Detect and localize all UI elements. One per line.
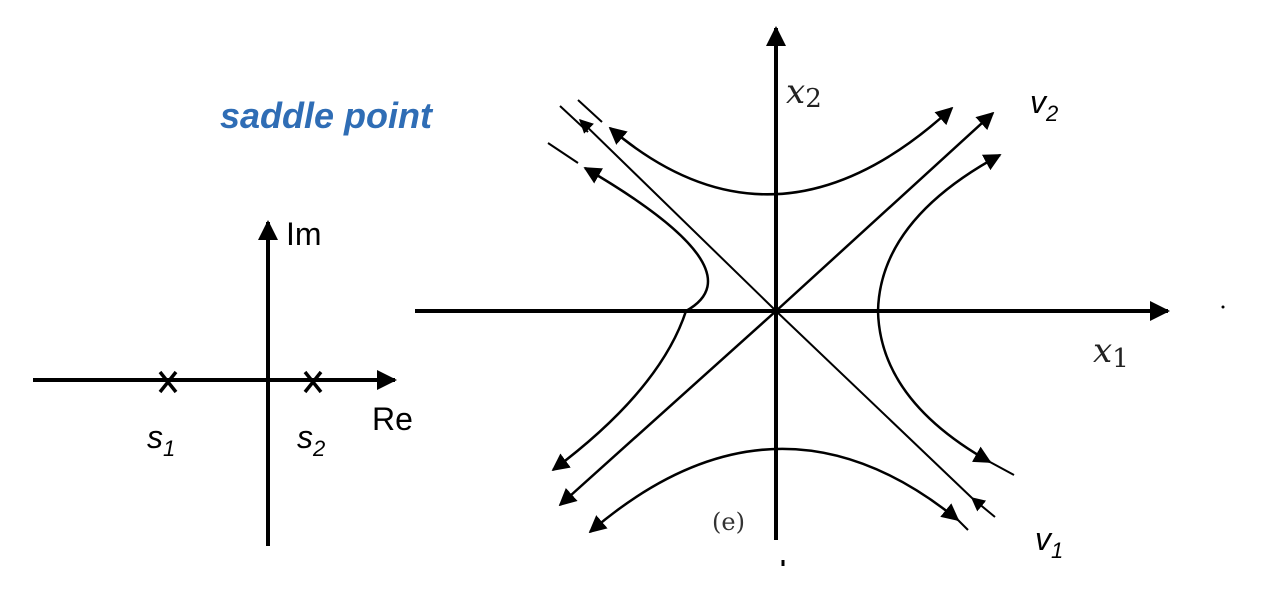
pole-label-s2: s2 bbox=[297, 419, 325, 461]
eigenvector-v2-line-upper bbox=[775, 111, 995, 312]
dot bbox=[1221, 305, 1225, 309]
s-plane: Im Re s1 s2 bbox=[33, 216, 413, 546]
x2-axis-label: x2 bbox=[786, 72, 822, 114]
imag-axis-label: Im bbox=[286, 216, 322, 252]
incoming-tail bbox=[577, 99, 603, 123]
pole-marker-s2 bbox=[303, 370, 323, 394]
trajectory-left bbox=[551, 166, 710, 472]
eigenvector-v1-line-lower bbox=[775, 310, 973, 499]
trajectory-top bbox=[608, 106, 954, 196]
eigenvector-v2-label: v2 bbox=[1030, 84, 1058, 126]
panel-label: (e) bbox=[712, 508, 745, 536]
phase-portrait bbox=[415, 26, 1225, 566]
incoming-arrow bbox=[970, 497, 996, 518]
incoming-tail bbox=[547, 142, 579, 164]
pole-label-s1: s1 bbox=[147, 419, 175, 461]
trajectory-right bbox=[876, 153, 1002, 464]
incoming-tail bbox=[989, 461, 1015, 476]
trajectory-bottom bbox=[588, 447, 960, 534]
eigenvector-v1-line-upper bbox=[578, 119, 775, 310]
diagram-title: saddle point bbox=[220, 95, 434, 136]
pole-marker-s1 bbox=[158, 370, 178, 394]
real-axis-label: Re bbox=[372, 401, 413, 437]
incoming-tail bbox=[957, 519, 969, 531]
x1-axis-label: x1 bbox=[1093, 331, 1129, 374]
eigenvector-v1-label: v1 bbox=[1035, 521, 1063, 563]
incoming-tail bbox=[559, 105, 589, 133]
eigenvector-v2-line-lower bbox=[558, 310, 777, 507]
